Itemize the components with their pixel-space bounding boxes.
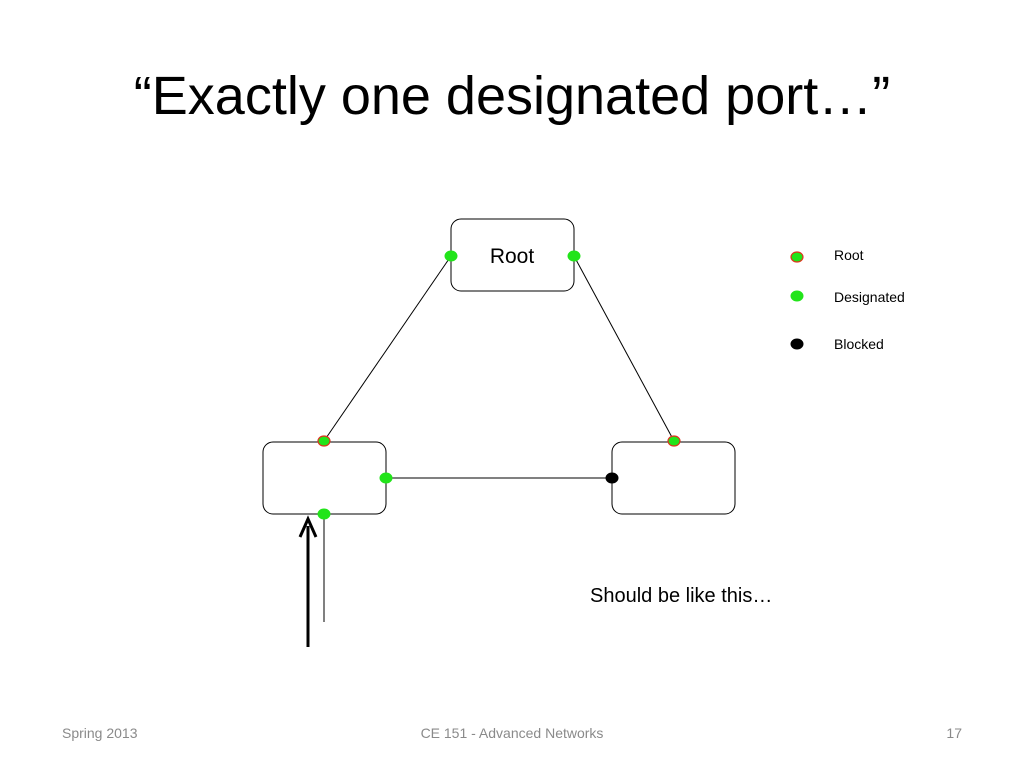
root-port: [317, 435, 331, 447]
caption: Should be like this…: [590, 585, 773, 607]
link-root-left: [323, 255, 452, 442]
root-port: [667, 435, 681, 447]
slide-title: “Exactly one designated port…”: [133, 66, 891, 126]
right-switch: [611, 441, 736, 515]
page-number: 17: [946, 725, 962, 741]
designated-port: [444, 250, 458, 262]
left-switch: [262, 441, 387, 515]
root-switch-label: Root: [490, 245, 535, 268]
legend-label-designated: Designated: [834, 289, 905, 305]
designated-port: [379, 472, 393, 484]
designated-port: [317, 508, 331, 520]
legend-designated-port-icon: [790, 290, 804, 302]
footer-course: CE 151 - Advanced Networks: [420, 725, 604, 741]
blocked-port: [605, 472, 619, 484]
footer-date: Spring 2013: [62, 725, 138, 741]
legend: Root Designated Blocked: [790, 247, 905, 352]
legend-root-port-icon: [790, 251, 804, 263]
legend-blocked-port-icon: [790, 338, 804, 350]
legend-label-root: Root: [834, 247, 864, 263]
designated-port: [567, 250, 581, 262]
link-root-right: [573, 255, 675, 442]
arrow-head-icon: [298, 515, 318, 538]
legend-label-blocked: Blocked: [834, 336, 884, 352]
